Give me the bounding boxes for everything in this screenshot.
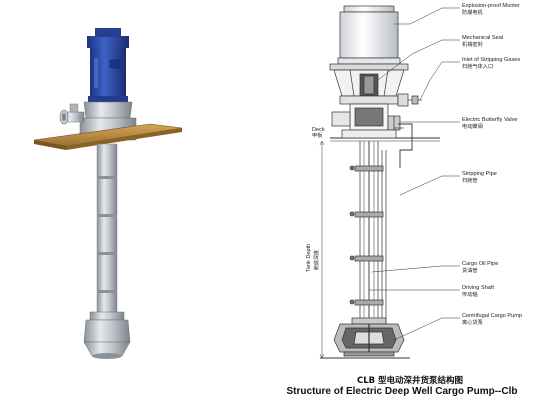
label-stripping-pipe-cn: 扫舱管	[462, 178, 478, 184]
label-explosion-proof-motor: Explosion-proof Mooter	[462, 3, 520, 9]
label-explosion-proof-motor-cn: 防爆电机	[462, 10, 483, 16]
label-tank-depth: Tank Depth	[306, 243, 312, 272]
deck-drawing	[330, 129, 440, 142]
pump-casing-drawing	[333, 317, 405, 357]
callout-leaders	[369, 7, 460, 341]
pump-render	[33, 28, 183, 359]
label-electric-butterfly-valve-cn: 电动蝶阀	[462, 124, 483, 130]
label-driving-shaft-cn: 传动轴	[462, 292, 478, 298]
label-electric-butterfly-valve: Electric Butterfly Valve	[462, 117, 518, 123]
pump-casing-render	[83, 311, 131, 359]
label-deck-cn: 甲板	[312, 133, 323, 139]
motor-drawing	[329, 5, 409, 71]
label-centrifugal-cargo-pump-cn: 离心货泵	[462, 320, 483, 326]
label-centrifugal-cargo-pump: Centrifugal Cargo Pump	[462, 313, 523, 319]
label-driving-shaft: Driving Shaft	[462, 285, 495, 291]
column-drawing	[349, 141, 387, 330]
label-cargo-oil-pipe-cn: 货油管	[462, 268, 478, 274]
structure-drawing	[319, 5, 440, 359]
label-inlet-stripping-gases: Inlet of Stripping Gases	[462, 57, 521, 63]
label-mechanical-seal-cn: 机械密封	[462, 42, 483, 48]
caption-english: Structure of Electric Deep Well Cargo Pu…	[286, 386, 518, 397]
label-stripping-pipe: Stripping Pipe	[462, 171, 497, 177]
deck-plate-render	[33, 123, 183, 150]
motor-render	[87, 28, 129, 102]
label-mechanical-seal: Mechanical Seal	[462, 35, 504, 41]
label-deck: Deck	[312, 127, 325, 133]
label-inlet-stripping-gases-cn: 扫舱气体入口	[462, 64, 494, 70]
label-tank-depth-cn: 舱底深度	[314, 249, 320, 270]
caption-chinese: CLB 型电动深井货泵结构图	[356, 376, 464, 386]
label-cargo-oil-pipe: Cargo Oil Pipe	[462, 261, 499, 267]
